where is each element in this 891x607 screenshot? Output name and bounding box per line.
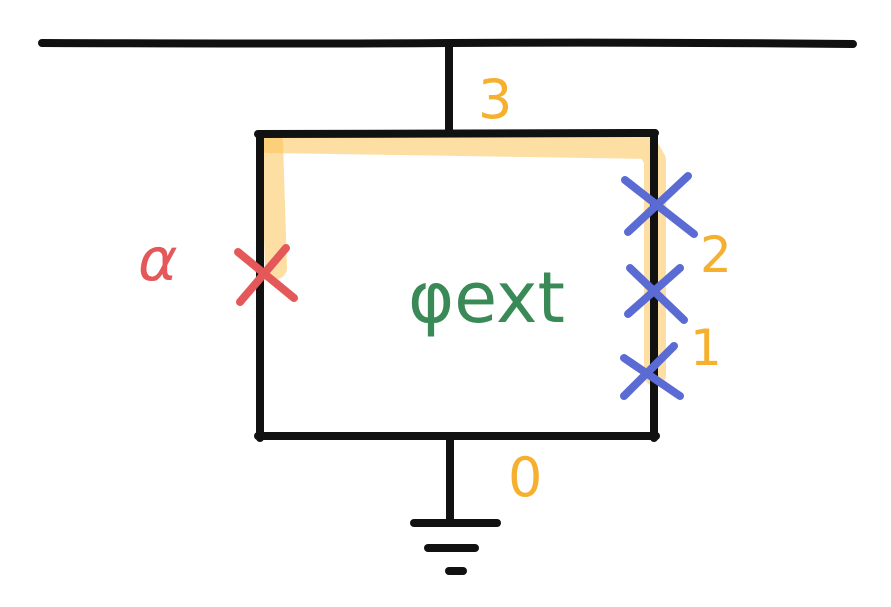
node-label-1: 1 xyxy=(690,319,722,377)
flux-label: φext xyxy=(408,257,565,339)
junction-lower-right xyxy=(620,342,684,400)
junction-alpha xyxy=(234,244,298,306)
node-label-2: 2 xyxy=(700,226,732,284)
highlight-left-upper xyxy=(261,131,287,279)
ground-symbol xyxy=(410,519,501,575)
loop-top-wire xyxy=(254,129,659,138)
junction-upper-right xyxy=(621,172,698,238)
circuit-wires xyxy=(38,38,857,526)
node-label-3: 3 xyxy=(478,68,512,131)
junction-middle-right xyxy=(624,264,688,324)
node-label-0: 0 xyxy=(508,446,542,509)
junction-label-alpha: α xyxy=(138,225,178,295)
